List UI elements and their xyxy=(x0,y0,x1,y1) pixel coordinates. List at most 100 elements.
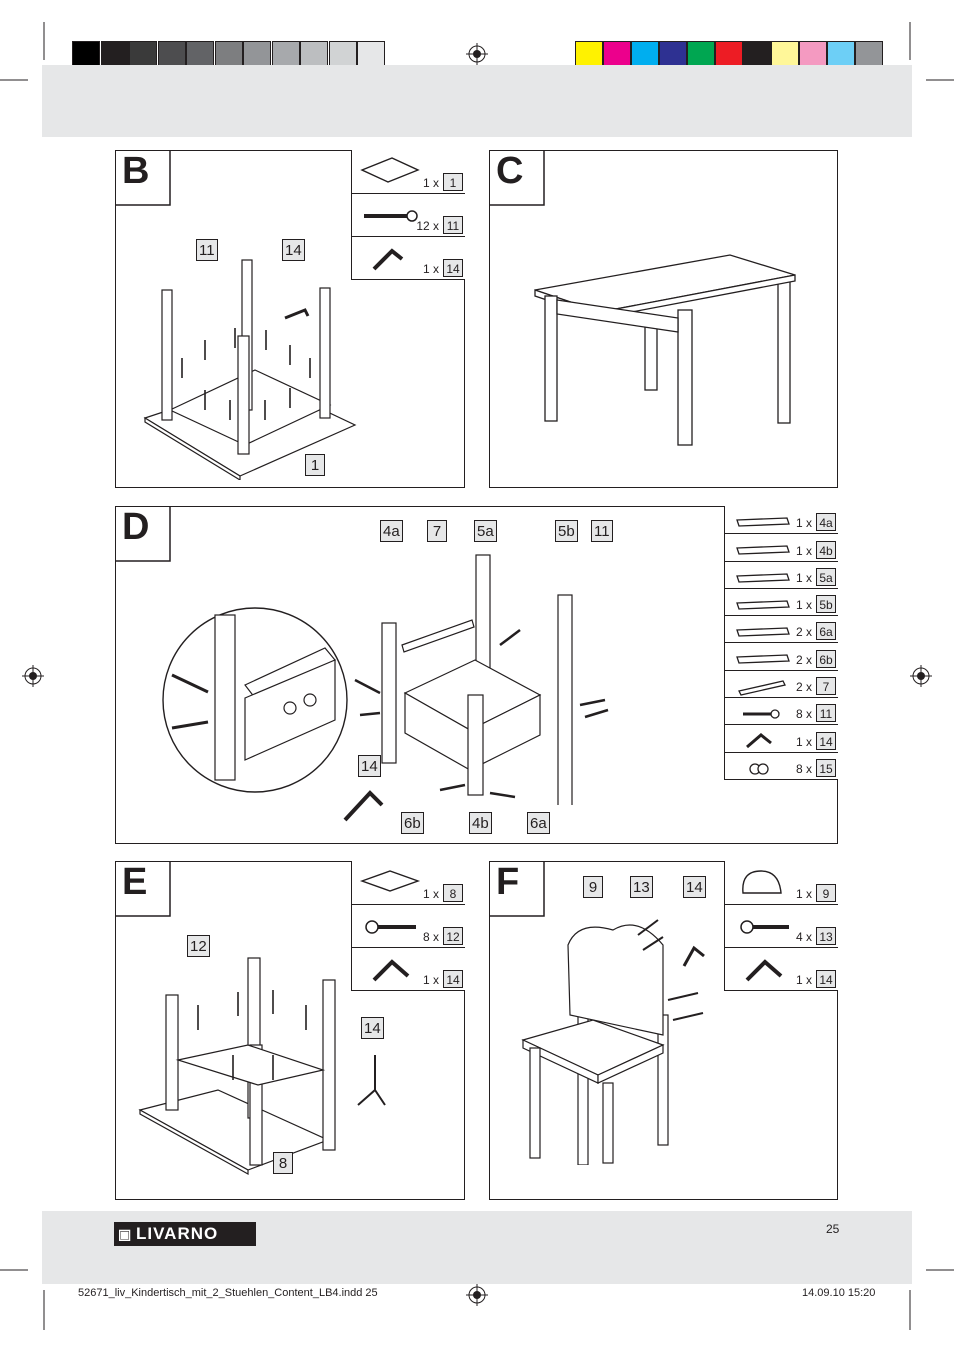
header-band xyxy=(42,65,912,137)
registration-mark-icon xyxy=(466,1284,488,1306)
chair-backrest-assembly-illustration xyxy=(521,919,704,1165)
part-quantity: 1 x xyxy=(422,176,439,190)
part-quantity: 2 x xyxy=(795,652,812,667)
table-frame-illustration xyxy=(143,259,357,480)
parts-row: 1 x 14 xyxy=(352,947,465,990)
callout-part-14: 14 xyxy=(361,1017,384,1039)
parts-row: 12 x 11 xyxy=(352,193,465,236)
part-quantity: 4 x xyxy=(795,930,812,944)
part-quantity: 1 x xyxy=(422,262,439,276)
callout-part-11: 11 xyxy=(591,520,613,542)
callout-part-5a: 5a xyxy=(474,520,497,542)
part-number: 6a xyxy=(816,622,836,641)
panel-letter-c: C xyxy=(496,150,524,192)
callout-part-11: 11 xyxy=(196,239,218,261)
parts-row: 4 x 13 xyxy=(725,904,838,947)
part-number: 1 xyxy=(443,173,463,191)
gray-swatch xyxy=(186,41,214,69)
callout-part-8: 8 xyxy=(273,1152,293,1174)
tabletop-icon xyxy=(360,157,420,183)
part-quantity: 1 x xyxy=(795,598,812,613)
color-swatch xyxy=(575,41,603,69)
part-number: 7 xyxy=(816,677,836,696)
allen-key-icon xyxy=(746,733,772,749)
part-number: 4b xyxy=(816,540,836,559)
panel-e-parts-list: 1 x 8 8 x 12 1 x 14 xyxy=(351,861,465,991)
part-quantity: 8 x xyxy=(422,930,439,944)
callout-part-9: 9 xyxy=(583,876,603,898)
allen-key-illustration xyxy=(343,790,384,822)
gray-swatch xyxy=(100,41,129,69)
panel-d-corner xyxy=(115,506,171,562)
part-number: 4a xyxy=(816,513,836,532)
rail-icon xyxy=(736,572,790,583)
panel-b-corner xyxy=(115,150,171,206)
callout-part-4b: 4b xyxy=(469,812,492,834)
allen-key-icon xyxy=(372,959,410,982)
color-swatch xyxy=(715,41,743,69)
callout-part-7: 7 xyxy=(427,520,447,542)
timestamp: 14.09.10 15:20 xyxy=(802,1287,876,1299)
callout-part-1: 1 xyxy=(305,454,325,476)
color-swatch xyxy=(855,41,883,69)
chair-frame-exploded-illustration xyxy=(354,554,609,805)
part-quantity: 1 x xyxy=(795,543,812,558)
allen-key-illustration xyxy=(682,945,705,967)
part-number: 11 xyxy=(443,216,463,234)
color-swatch xyxy=(799,41,827,69)
panel-letter-f: F xyxy=(496,861,520,903)
parts-row: 1 x 9 xyxy=(725,861,838,904)
part-quantity: 8 x xyxy=(795,761,812,776)
panel-letter-b: B xyxy=(122,150,150,192)
callout-part-14: 14 xyxy=(282,239,305,261)
rail-icon xyxy=(736,600,790,610)
part-number: 5b xyxy=(816,595,836,614)
screw-icon xyxy=(365,920,416,934)
allen-key-illustration xyxy=(357,1055,386,1106)
gray-swatch xyxy=(129,41,157,69)
part-number: 13 xyxy=(816,927,836,945)
part-number: 9 xyxy=(816,884,836,902)
panel-letter-d: D xyxy=(122,506,150,548)
panel-f-corner xyxy=(489,861,545,917)
color-swatch xyxy=(771,41,799,69)
part-quantity: 2 x xyxy=(795,680,812,695)
part-quantity: 1 x xyxy=(422,887,439,901)
parts-row: 1 x 5b xyxy=(725,587,838,615)
allen-key-icon xyxy=(372,248,404,271)
registration-mark-icon xyxy=(910,665,932,687)
part-quantity: 12 x xyxy=(416,219,439,233)
color-swatch xyxy=(687,41,715,69)
part-number: 5a xyxy=(816,567,836,586)
part-number: 11 xyxy=(816,704,836,723)
screw-icon xyxy=(364,210,418,222)
panel-b-parts-list: 1 x 1 12 x 11 1 x 14 xyxy=(351,150,465,280)
chair-seat-assembly-illustration xyxy=(138,957,336,1176)
parts-row: 1 x 14 xyxy=(352,236,465,279)
color-swatch xyxy=(743,41,771,69)
logo-text: LIVARNO xyxy=(136,1224,219,1243)
dowel-icon xyxy=(738,680,786,696)
allen-key-icon xyxy=(745,959,783,982)
gray-swatch xyxy=(72,41,100,69)
callout-part-6a: 6a xyxy=(527,812,550,834)
panel-f-parts-list: 1 x 9 4 x 13 1 x 14 xyxy=(724,861,838,991)
color-swatch xyxy=(659,41,687,69)
gray-swatch xyxy=(328,41,357,69)
panel-e-corner xyxy=(115,861,171,917)
part-number: 8 xyxy=(443,884,463,902)
seat-icon xyxy=(359,870,421,892)
detail-magnifier-illustration xyxy=(162,607,348,793)
part-number: 15 xyxy=(816,758,836,777)
registration-mark-icon xyxy=(22,665,44,687)
gray-swatch xyxy=(357,41,385,69)
callout-part-14: 14 xyxy=(358,755,381,777)
callout-part-5b: 5b xyxy=(555,520,578,542)
gray-swatch xyxy=(243,41,271,69)
callout-part-6b: 6b xyxy=(401,812,424,834)
